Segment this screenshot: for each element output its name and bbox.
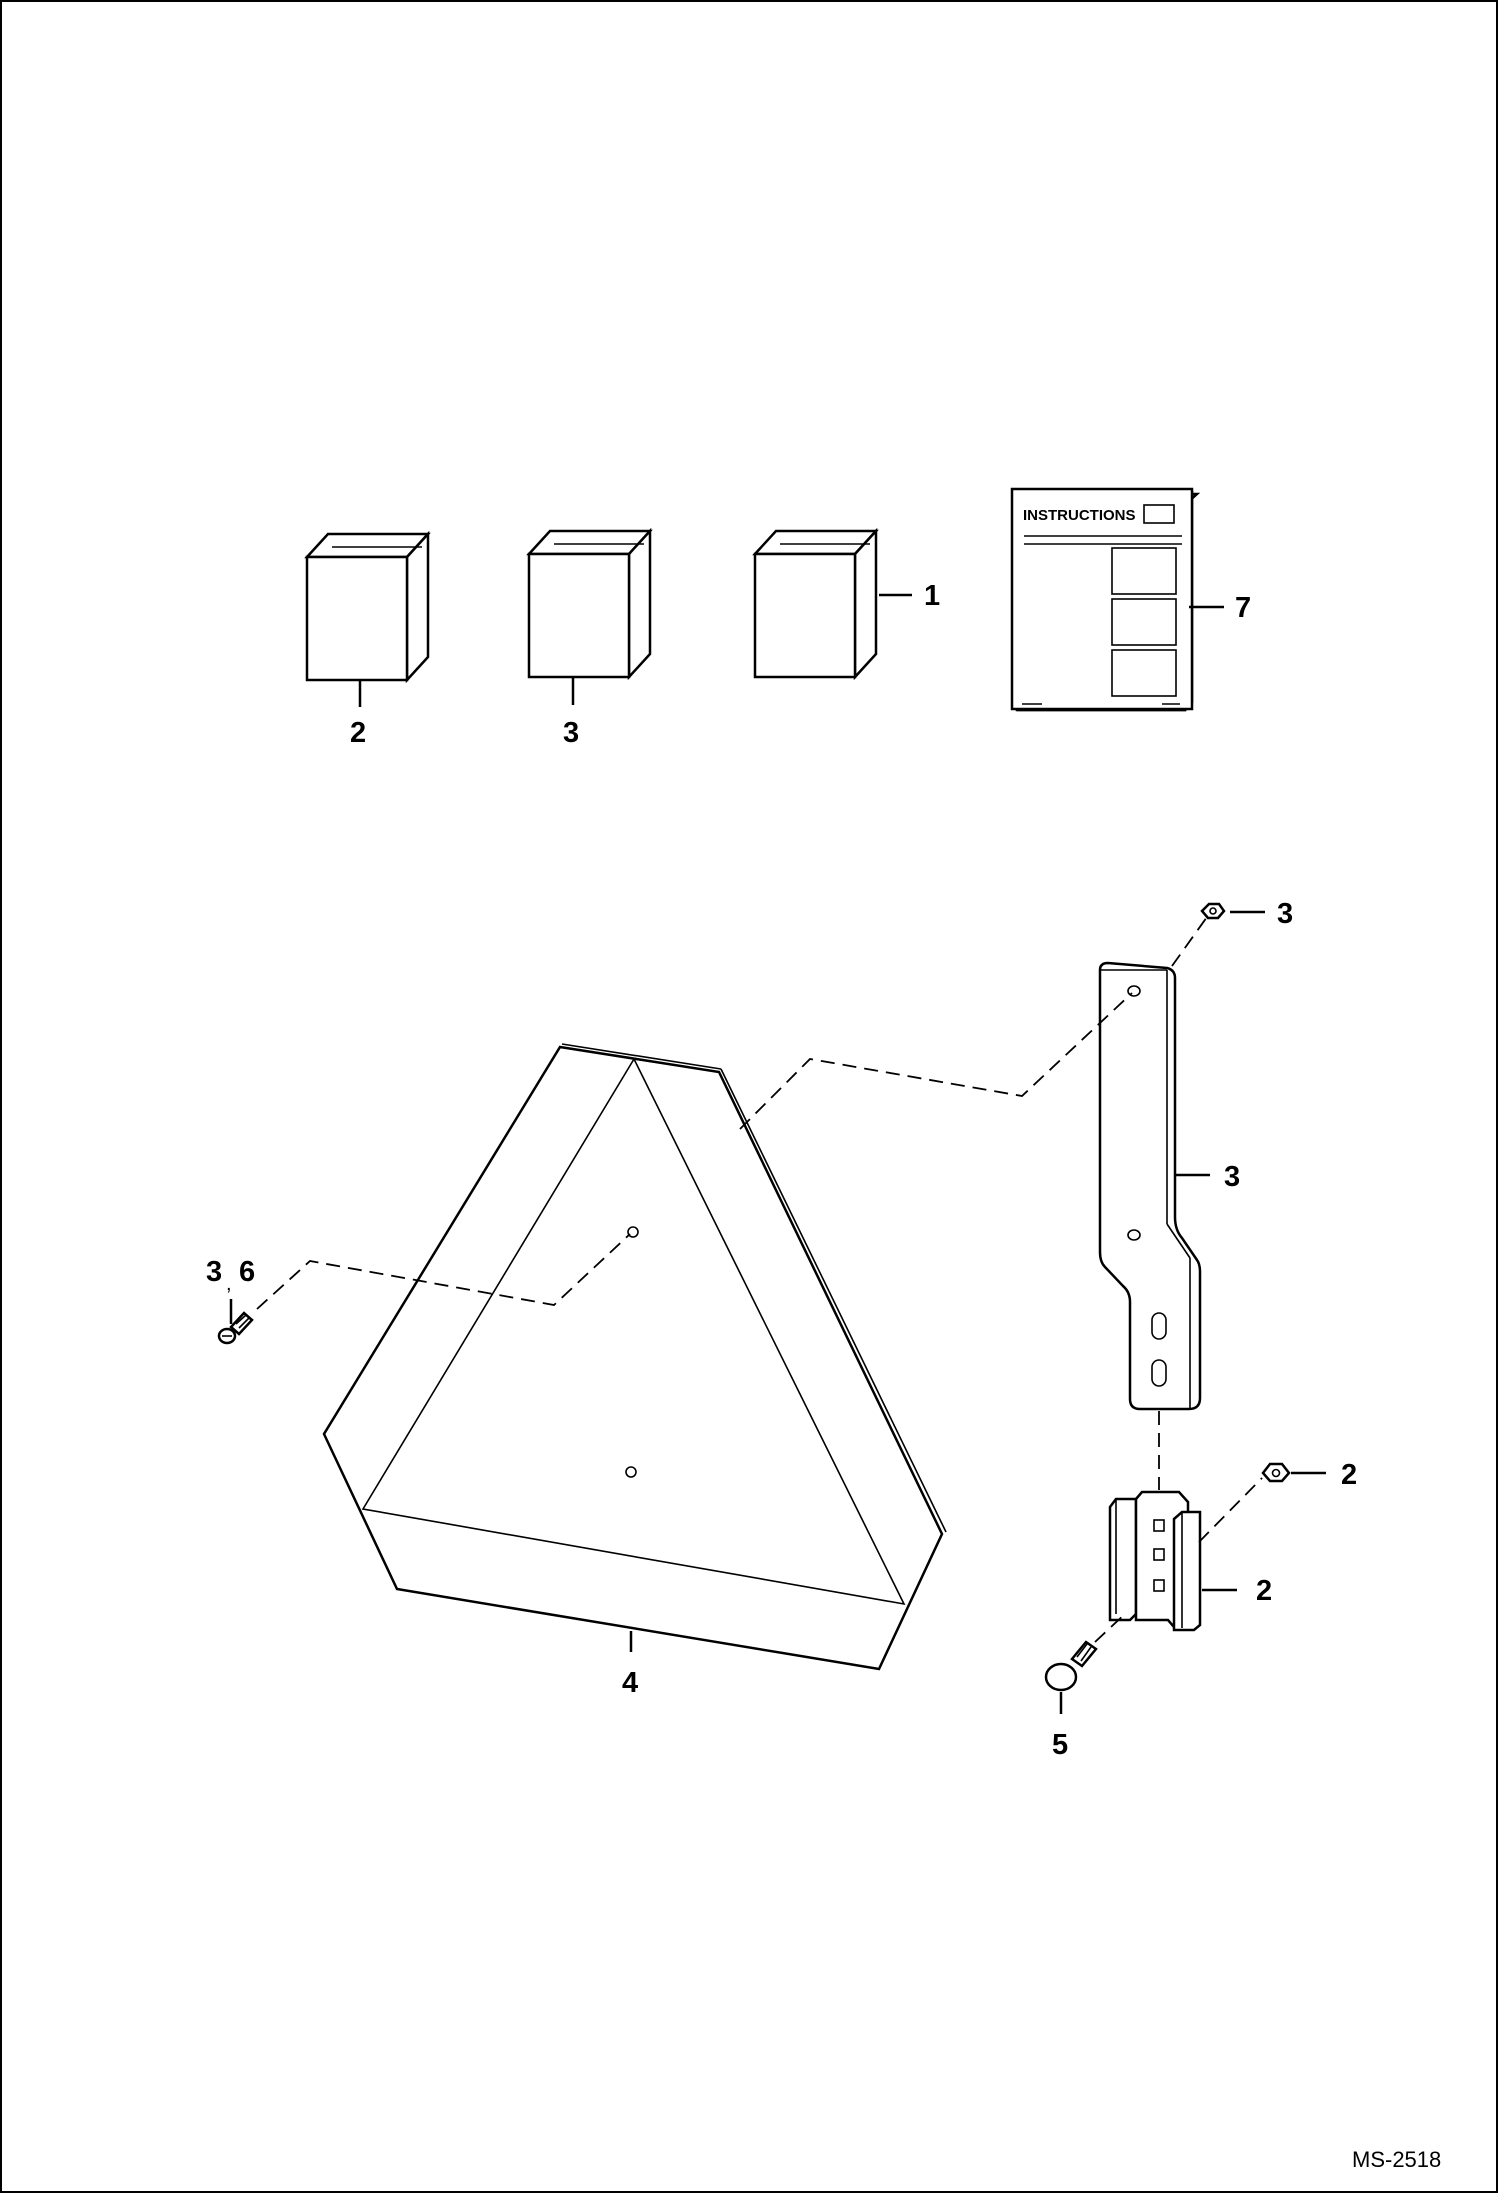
kit-box-2 — [304, 530, 431, 684]
smv-emblem — [322, 1043, 947, 1671]
callout-nut-top: 3 — [1277, 898, 1293, 930]
assembly-line-emblem-bracket — [739, 992, 1133, 1130]
kit-box-1 — [752, 527, 879, 681]
assembly-line-bracket-nut — [1171, 916, 1208, 967]
callout-screw-left-b: 6 — [239, 1256, 255, 1288]
callout-screw-left-separator: , — [226, 1273, 232, 1295]
carriage-bolt — [1044, 1640, 1098, 1692]
instructions-sheet: INSTRUCTIONS — [1010, 487, 1201, 712]
callout-instructions: 7 — [1235, 592, 1251, 624]
callout-box-2: 2 — [350, 717, 366, 749]
figure-id: MS-2518 — [1352, 2147, 1441, 2172]
assembly-line-socket-nut — [1198, 1477, 1263, 1543]
callout-bracket: 3 — [1224, 1161, 1240, 1193]
callout-triangle: 4 — [622, 1667, 638, 1699]
callout-screw-left-a: 3 — [206, 1256, 222, 1288]
hex-nut-lower — [1261, 1462, 1291, 1483]
callout-box-1: 1 — [924, 580, 940, 612]
mounting-socket — [1108, 1490, 1202, 1632]
assembly-line-bolt-socket — [1094, 1611, 1128, 1643]
callout-carriage-bolt: 5 — [1052, 1729, 1068, 1761]
callout-box-3: 3 — [563, 717, 579, 749]
mounting-bracket — [1098, 961, 1202, 1411]
instructions-title-box — [1143, 504, 1175, 524]
callout-nut-lower: 2 — [1341, 1459, 1357, 1491]
kit-box-3 — [526, 527, 653, 681]
hex-nut-top — [1200, 902, 1226, 920]
instructions-title: INSTRUCTIONS — [1023, 507, 1136, 524]
assembly-line-screw-emblem — [256, 1233, 631, 1310]
callout-socket: 2 — [1256, 1575, 1272, 1607]
screw-left — [217, 1311, 254, 1345]
